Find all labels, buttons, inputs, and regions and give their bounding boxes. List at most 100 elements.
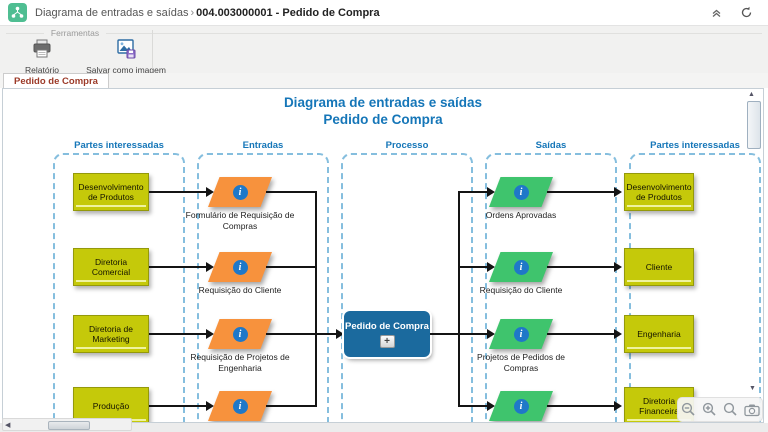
output-shape-label: Projetos de Pedidos de Compras — [477, 352, 565, 373]
diagram-layer: Partes interessadas Entradas Processo Saída… — [3, 89, 763, 422]
expand-process-button[interactable]: + — [379, 334, 395, 348]
refresh-icon[interactable] — [738, 5, 754, 21]
save-as-image-button[interactable]: Salvar como imagem — [86, 37, 166, 77]
scroll-down-icon[interactable]: ▼ — [749, 385, 756, 392]
column-header-2: Processo — [385, 140, 429, 151]
arrowhead-icon — [206, 262, 214, 272]
ribbon-rule — [6, 33, 762, 34]
input-shape[interactable]: i — [208, 319, 272, 349]
diagram-title: Diagrama de entradas e saídas Pedido de … — [3, 94, 763, 128]
output-shape[interactable]: i — [489, 177, 553, 207]
ribbon-separator — [152, 30, 153, 68]
report-button-label: Relatório — [24, 65, 60, 75]
output-shape[interactable]: i — [489, 319, 553, 349]
header-actions — [708, 5, 760, 21]
app-icon — [8, 3, 27, 22]
save-as-image-button-label: Salvar como imagem — [86, 65, 166, 75]
column-container-2 — [341, 153, 473, 422]
column-header-0: Partes interessadas — [74, 140, 164, 151]
arrowhead-icon — [614, 401, 622, 411]
connector-line — [430, 333, 459, 335]
scroll-up-icon[interactable]: ▲ — [748, 91, 755, 98]
output-shape-body: i — [489, 319, 553, 349]
input-shape[interactable]: i — [208, 177, 272, 207]
input-shape-label: Requisição de Projetos de Engenharia — [190, 352, 290, 373]
snapshot-button[interactable] — [743, 401, 760, 418]
arrowhead-icon — [206, 401, 214, 411]
info-icon[interactable]: i — [232, 259, 248, 275]
header-bar: Diagrama de entradas e saídas › 004.0030… — [0, 0, 768, 26]
output-shape-label: Ordens Aprovadas — [485, 210, 557, 220]
arrowhead-icon — [614, 187, 622, 197]
horizontal-scrollbar-thumb[interactable] — [48, 421, 90, 430]
output-shape[interactable]: i — [489, 252, 553, 282]
connector-line — [266, 266, 316, 268]
output-shape-body: i — [489, 391, 553, 421]
info-icon[interactable]: i — [513, 184, 529, 200]
arrowhead-icon — [614, 329, 622, 339]
zoom-toolbar — [677, 397, 763, 422]
connector-line — [266, 191, 316, 193]
magnifier-button[interactable] — [722, 401, 739, 418]
info-icon[interactable]: i — [513, 398, 529, 414]
stakeholder-left-box[interactable]: Diretoria Comercial — [73, 248, 149, 286]
arrowhead-icon — [487, 262, 495, 272]
diagram-canvas[interactable]: Diagrama de entradas e saídas Pedido de … — [2, 88, 764, 423]
column-container-4 — [629, 153, 761, 422]
printer-icon — [31, 39, 53, 62]
input-shape-body: i — [208, 391, 272, 421]
vertical-scrollbar[interactable]: ▲ ▼ ▶ — [746, 89, 761, 422]
column-container-3 — [485, 153, 617, 422]
connector-line — [149, 333, 206, 335]
connector-line — [547, 266, 614, 268]
connector-line — [149, 191, 206, 193]
arrowhead-icon — [336, 329, 344, 339]
info-icon[interactable]: i — [513, 259, 529, 275]
arrowhead-icon — [206, 187, 214, 197]
connector-line — [458, 333, 487, 335]
breadcrumb-separator: › — [190, 6, 195, 19]
info-icon[interactable]: i — [232, 184, 248, 200]
breadcrumb-section[interactable]: Diagrama de entradas e saídas — [35, 6, 189, 19]
stakeholder-right-box[interactable]: Desenvolvimento de Produtos — [624, 173, 694, 211]
output-shape[interactable]: i — [489, 391, 553, 421]
stakeholder-left-box[interactable]: Desenvolvimento de Produtos — [73, 173, 149, 211]
column-header-1: Entradas — [242, 140, 284, 151]
process-node[interactable]: Pedido de Compra + — [344, 311, 430, 357]
toolbar-ribbon: Ferramentas Relatório — [0, 26, 768, 77]
column-header-3: Saídas — [535, 140, 567, 151]
output-shape-body: i — [489, 177, 553, 207]
report-button[interactable]: Relatório — [4, 37, 80, 77]
output-shape-label: Requisição do Cliente — [479, 285, 563, 295]
info-icon[interactable]: i — [513, 326, 529, 342]
input-shape[interactable]: i — [208, 391, 272, 421]
vertical-scrollbar-thumb[interactable] — [747, 101, 761, 149]
process-node-label: Pedido de Compra — [345, 320, 429, 332]
ribbon-group-label: Ferramentas — [0, 28, 150, 38]
column-header-4: Partes interessadas — [650, 140, 740, 151]
column-container-0 — [53, 153, 185, 422]
input-shape-body: i — [208, 177, 272, 207]
zoom-in-button[interactable] — [701, 401, 718, 418]
input-shape-body: i — [208, 252, 272, 282]
collapse-icon[interactable] — [708, 5, 724, 21]
scroll-left-icon[interactable]: ◀ — [5, 422, 11, 429]
tab-pedido-de-compra[interactable]: Pedido de Compra — [3, 73, 109, 88]
input-shape[interactable]: i — [208, 252, 272, 282]
output-shape-body: i — [489, 252, 553, 282]
stakeholder-right-box[interactable]: Cliente — [624, 248, 694, 286]
zoom-out-button[interactable] — [680, 401, 697, 418]
stakeholder-left-box[interactable]: Diretoria de Marketing — [73, 315, 149, 353]
connector-line — [547, 405, 614, 407]
horizontal-scrollbar[interactable]: ◀ — [2, 418, 132, 431]
column-container-1 — [197, 153, 329, 422]
input-shape-body: i — [208, 319, 272, 349]
connector-line — [149, 405, 206, 407]
info-icon[interactable]: i — [232, 326, 248, 342]
arrowhead-icon — [206, 329, 214, 339]
save-image-icon — [115, 39, 137, 62]
stakeholder-right-box[interactable]: Engenharia — [624, 315, 694, 353]
info-icon[interactable]: i — [232, 398, 248, 414]
breadcrumb: Diagrama de entradas e saídas › 004.0030… — [35, 7, 380, 19]
